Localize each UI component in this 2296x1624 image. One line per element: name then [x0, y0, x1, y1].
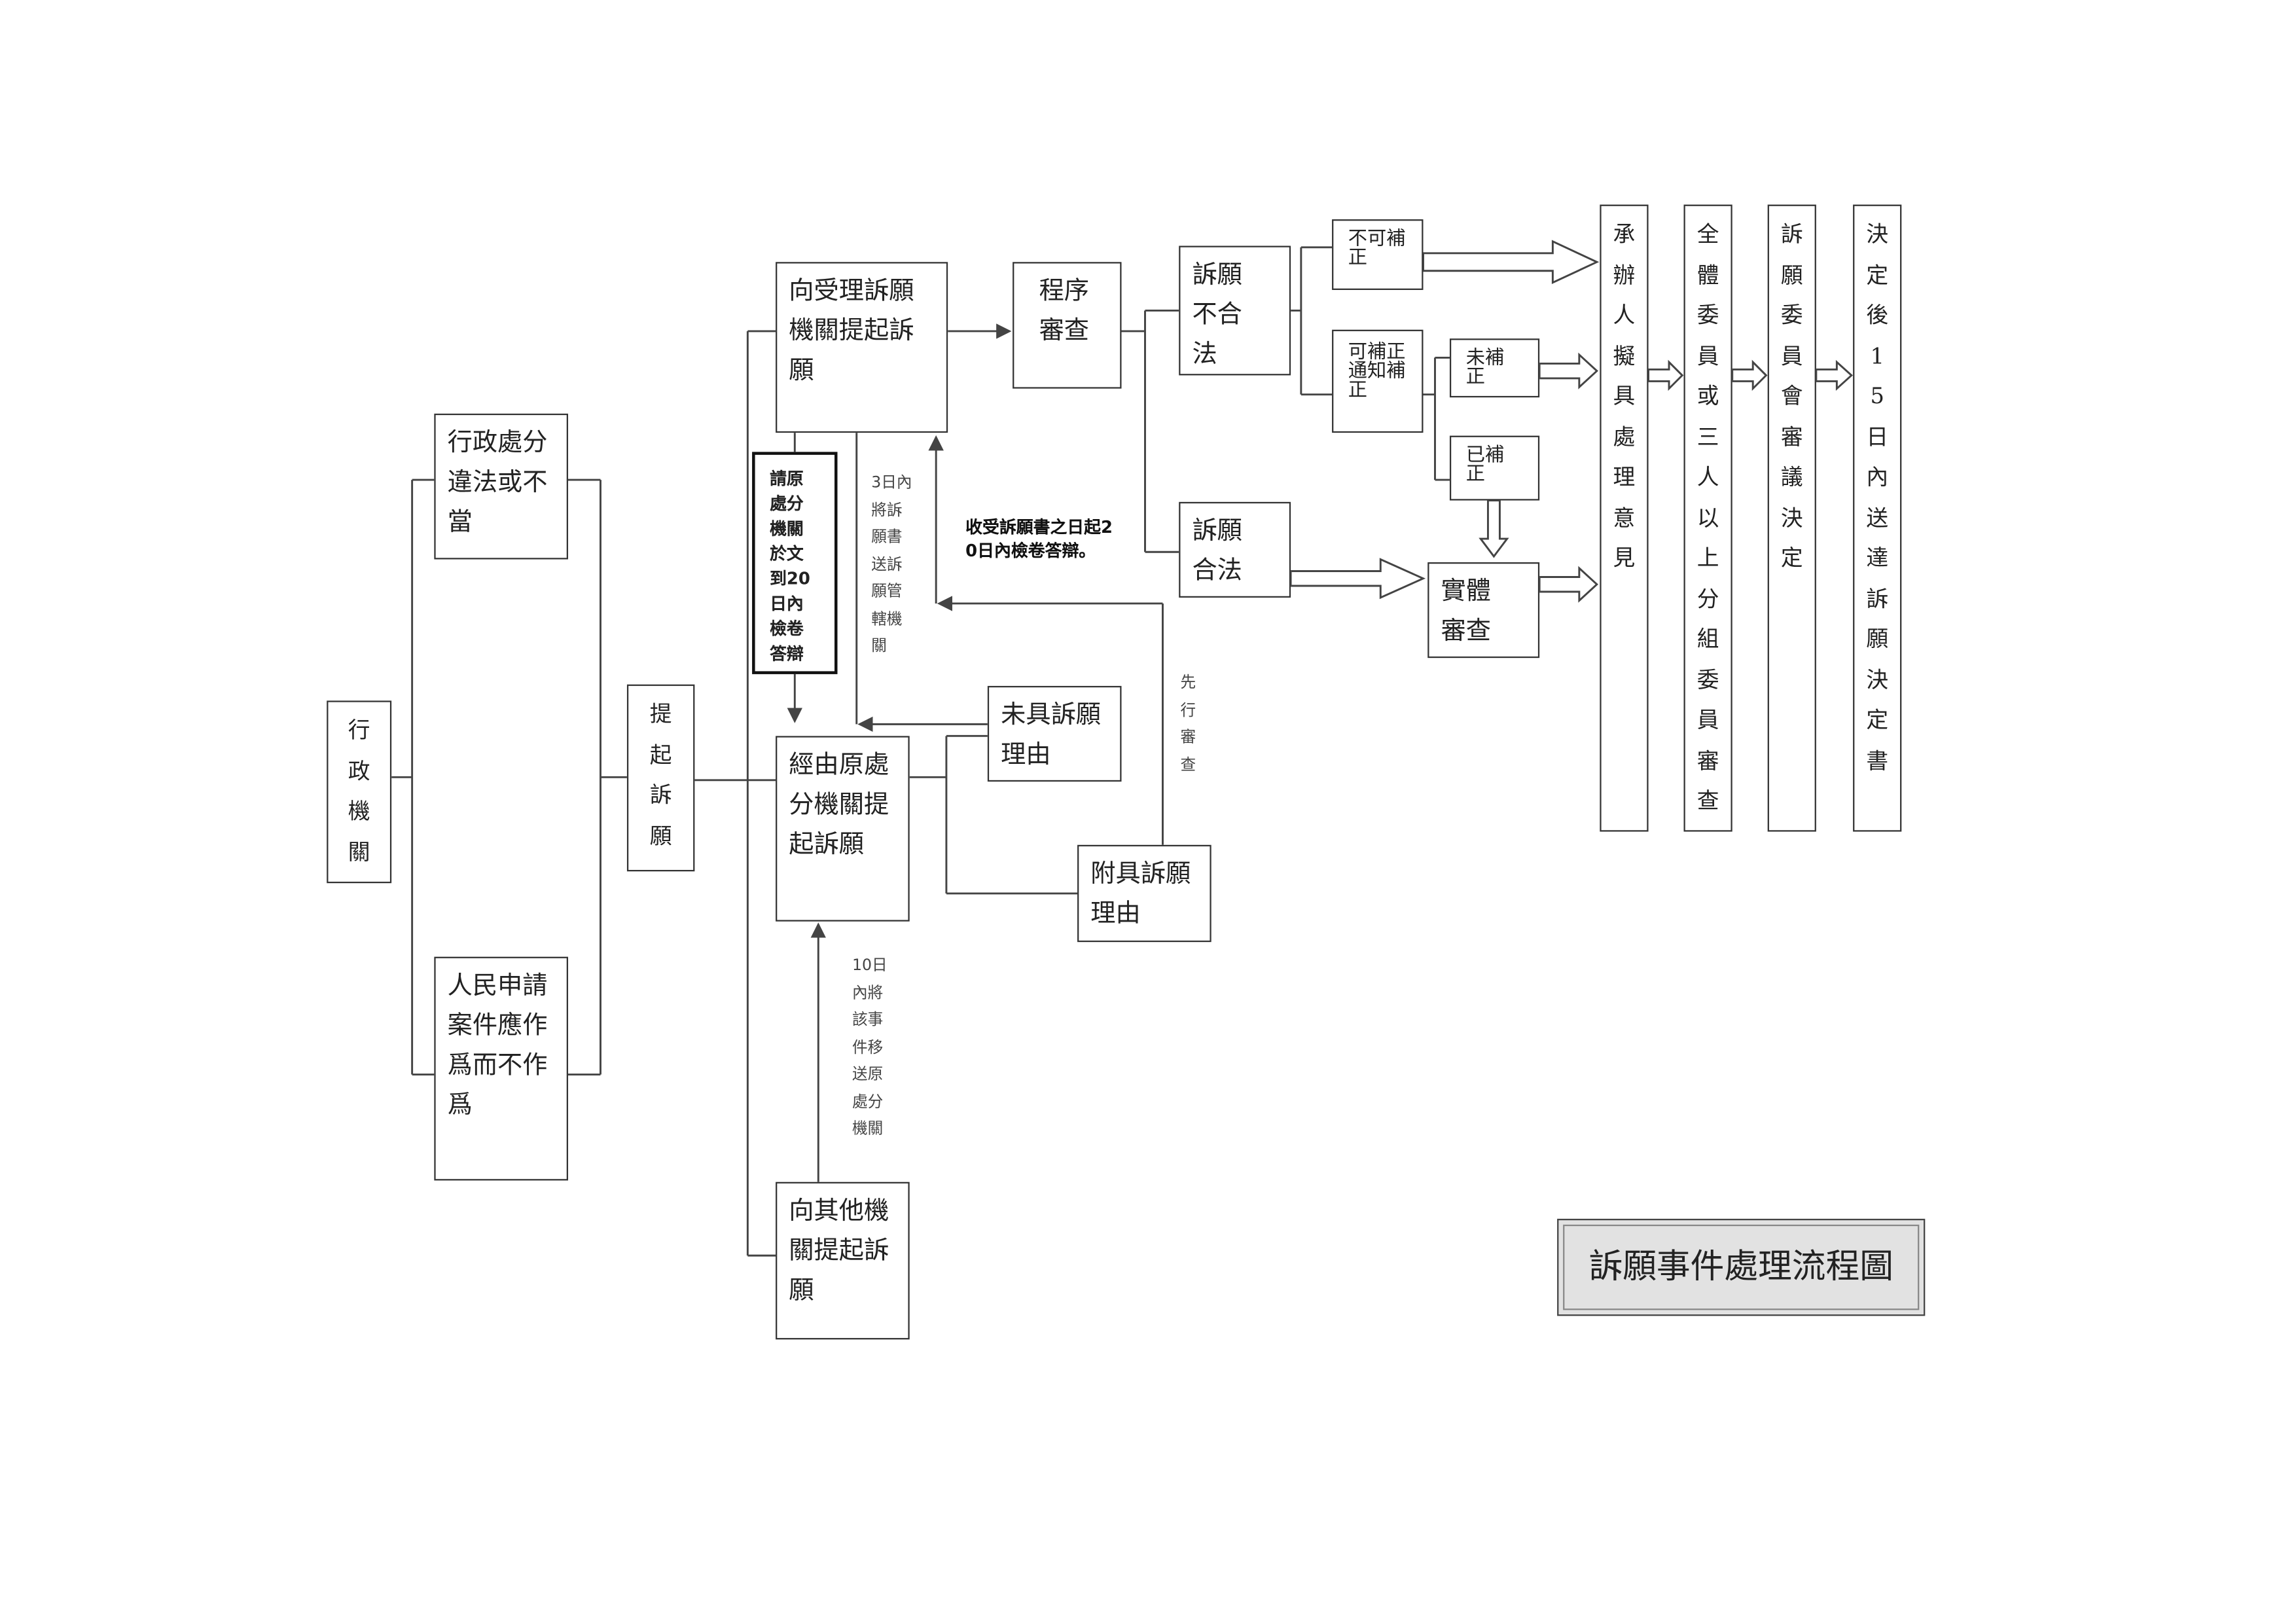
block-arrows [1289, 240, 1854, 603]
node-appeal-legal: 訴願合法 [1179, 501, 1291, 598]
node-appeal-illegal: 訴願不合法 [1179, 245, 1291, 376]
node-label: 訴願委員會審議決定 [1780, 221, 1803, 571]
node-handler-opinion: 承辦人擬具處理意見 [1600, 204, 1649, 832]
node-request-answer: 請原處分機關於文到20日內檢卷答辯 [752, 452, 838, 674]
node-committee-decision: 訴願委員會審議決定 [1767, 204, 1816, 832]
note-pre-review: 先行審查 [1180, 674, 1196, 774]
node-file-with-appeal-agency: 向受理訴願機關提起訴願 [776, 262, 948, 433]
node-no-reason: 未具訴願理由 [987, 685, 1122, 782]
note-ten-days: 10日內將該事件移送原處分機關 [852, 956, 888, 1138]
node-illegal-disposition: 行政處分違法或不當 [434, 413, 568, 560]
node-file-with-other: 向其他機關提起訴願 [776, 1182, 910, 1340]
node-not-correctable: 不可補正 [1332, 219, 1424, 290]
diagram-title: 訴願事件處理流程圖 [1557, 1218, 1926, 1316]
node-substantive-review: 實體審查 [1427, 562, 1540, 659]
note-twenty-days: 收受訴願書之日起20日內檢卷答辯。 [965, 516, 1113, 561]
node-not-corrected: 未補正 [1449, 338, 1540, 398]
node-with-reason: 附具訴願理由 [1077, 844, 1211, 943]
node-label: 承辦人擬具處理意見 [1613, 221, 1636, 571]
node-corrected: 已補正 [1449, 435, 1540, 501]
node-file-appeal: 提起訴願 [626, 684, 695, 872]
node-deliver-decision: 決定後15日內送達訴願決定書 [1853, 204, 1902, 832]
note-three-days: 3日內將訴願書送訴願管轄機關 [871, 474, 912, 655]
node-label: 全體委員或三人以上分組委員審查 [1696, 221, 1719, 814]
node-correctable-notice: 可補正通知補正 [1332, 329, 1424, 433]
node-inaction: 人民申請案件應作爲而不作爲 [434, 956, 568, 1181]
node-admin-agency: 行政機關 [327, 700, 392, 884]
node-label: 提起訴願 [649, 700, 672, 849]
node-label: 行政機關 [348, 717, 370, 865]
node-procedural-review: 程序審查 [1013, 262, 1122, 389]
node-committee-review: 全體委員或三人以上分組委員審查 [1683, 204, 1732, 832]
node-file-via-original: 經由原處分機關提起訴願 [776, 736, 910, 922]
node-label: 決定後15日內送達訴願決定書 [1866, 221, 1889, 774]
